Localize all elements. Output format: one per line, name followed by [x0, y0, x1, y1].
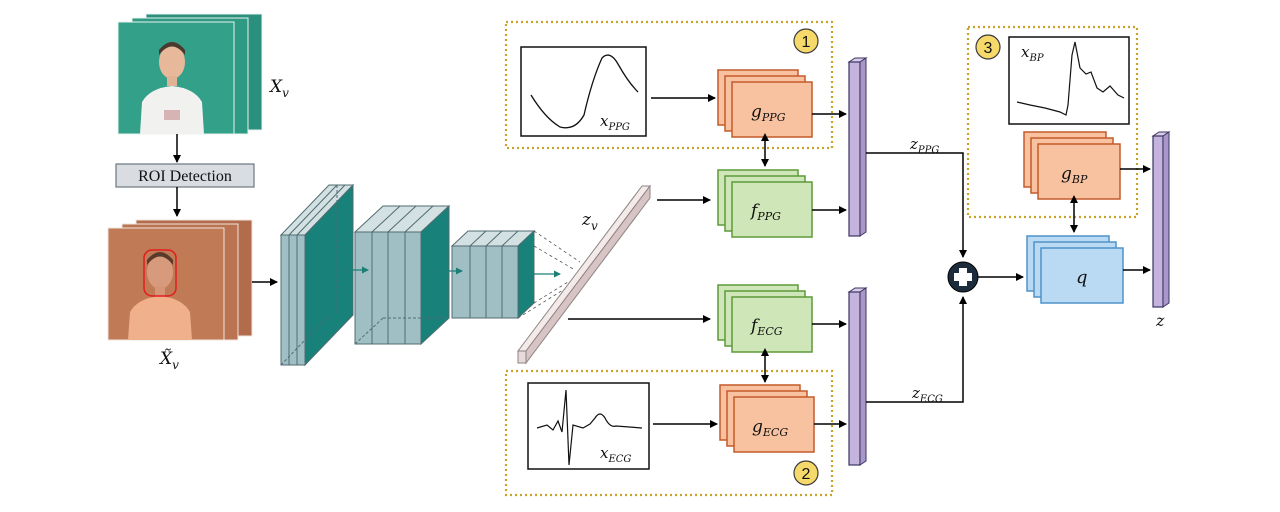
face-roi-box — [143, 249, 177, 297]
latent-zv — [516, 184, 652, 365]
roi-detection-box: ROI Detection — [115, 163, 255, 188]
ppg-dotted-group — [504, 20, 834, 150]
ecg-embedding-bar — [847, 287, 868, 466]
projection-lines — [517, 230, 581, 319]
person-figure — [140, 42, 204, 134]
badge-2: 2 — [793, 460, 819, 486]
svg-text:3: 3 — [984, 40, 993, 57]
zppg-path — [866, 152, 967, 258]
xecg-label: xECG — [600, 444, 631, 465]
gecg-module: gECG — [719, 384, 815, 453]
zppg-label: zPPG — [909, 135, 939, 156]
ppg-embedding-bar — [847, 57, 868, 237]
xv-label: Xv — [268, 77, 289, 100]
q-module: q — [1026, 235, 1124, 304]
cnn-block-2 — [353, 204, 451, 346]
badge-1: 1 — [793, 28, 819, 54]
svg-text:ROI Detection: ROI Detection — [138, 168, 232, 185]
svg-text:1: 1 — [802, 34, 811, 51]
svg-text:2: 2 — [802, 466, 811, 483]
svg-text:gBP: gBP — [1061, 164, 1088, 186]
xbp-label: xBP — [1021, 43, 1044, 64]
output-z-bar — [1151, 131, 1171, 308]
xppg-label: xPPG — [600, 112, 630, 133]
xtilde-label: X̃v — [158, 349, 179, 372]
cnn-block-3 — [450, 229, 536, 320]
z-label: z — [1155, 311, 1165, 330]
cnn-block-1 — [279, 183, 355, 367]
svg-text:gPPG: gPPG — [751, 102, 786, 124]
svg-text:gECG: gECG — [752, 417, 788, 439]
svg-text:fECG: fECG — [749, 316, 783, 338]
fppg-module: fPPG — [717, 169, 813, 238]
svg-text:fPPG: fPPG — [749, 201, 781, 223]
zecg-path — [866, 296, 967, 403]
processed-video-frames — [107, 219, 253, 341]
zecg-label: zECG — [911, 384, 943, 405]
fecg-module: fECG — [717, 284, 813, 353]
gppg-module: gPPG — [717, 69, 813, 138]
ecg-waveform-plot — [527, 382, 650, 470]
ppg-waveform-plot — [520, 46, 647, 137]
input-video-frames — [117, 13, 263, 135]
cnn-encoder — [279, 183, 581, 367]
badge-3: 3 — [975, 34, 1001, 60]
person-figure-roi — [128, 249, 192, 340]
bp-waveform-plot — [1008, 36, 1130, 125]
fusion-plus-node — [947, 261, 979, 293]
svg-text:q: q — [1076, 267, 1088, 288]
zv-label: zv — [581, 210, 598, 233]
gbp-module: gBP — [1023, 131, 1121, 200]
